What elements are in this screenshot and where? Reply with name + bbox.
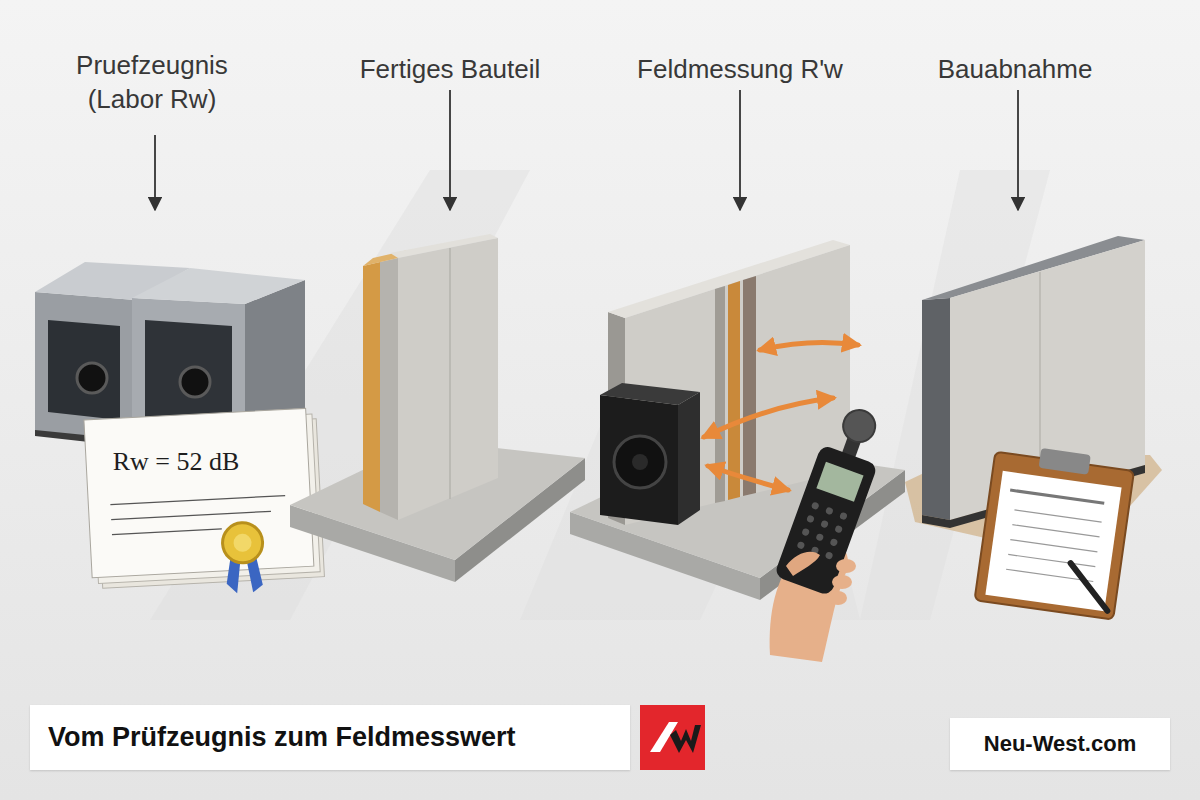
loudspeaker xyxy=(632,454,648,470)
sound-level-meter xyxy=(839,512,848,521)
clipboard xyxy=(1039,448,1091,475)
certificate-paper xyxy=(112,529,222,535)
sound-arrow xyxy=(760,342,858,350)
sound-level-meter xyxy=(825,506,834,515)
sound-level-meter xyxy=(815,533,824,542)
clipboard xyxy=(1012,525,1099,537)
certificate-value: Rw = 52 dB xyxy=(107,443,246,481)
test-chamber xyxy=(180,367,210,397)
sound-level-meter xyxy=(770,401,894,662)
sound-level-meter xyxy=(774,444,878,596)
certificate-paper xyxy=(222,522,264,564)
wall-panel xyxy=(398,238,498,520)
clipboard xyxy=(1014,510,1101,522)
wall-panel xyxy=(922,298,950,520)
sound-level-meter xyxy=(811,501,820,510)
loudspeaker xyxy=(678,392,700,525)
pointer-arrow xyxy=(154,135,156,210)
sound-arrow xyxy=(704,398,833,437)
sound-level-meter xyxy=(825,551,834,560)
loudspeaker xyxy=(600,383,700,405)
sound-level-meter xyxy=(839,406,880,447)
wall-panel xyxy=(363,262,380,512)
certificate-paper xyxy=(233,533,252,552)
rating-value: Rw = 52 dB xyxy=(113,447,240,477)
sound-level-meter xyxy=(796,541,805,550)
sound-level-meter xyxy=(829,538,838,547)
test-chamber xyxy=(132,268,305,304)
logo xyxy=(640,705,705,770)
test-chamber xyxy=(48,320,120,420)
wall-panel xyxy=(743,276,756,496)
pointer-arrow xyxy=(1017,90,1019,210)
clipboard xyxy=(1008,554,1095,566)
sound-level-meter xyxy=(774,401,894,596)
pointer-arrow xyxy=(449,90,451,210)
sound-level-meter xyxy=(820,520,829,529)
sound-level-meter xyxy=(806,514,815,523)
pointer-arrow xyxy=(739,90,741,210)
logo xyxy=(670,725,701,753)
clipboard xyxy=(1010,490,1104,503)
wall-panel xyxy=(449,248,451,499)
sound-level-meter xyxy=(834,525,843,534)
column-heading: Fertiges Bauteil xyxy=(360,52,541,86)
loudspeaker xyxy=(600,395,678,525)
website-box: Neu-West.com xyxy=(950,718,1170,770)
caption: Vom Prüfzeugnis zum Feldmesswert xyxy=(30,705,630,770)
test-chamber xyxy=(77,363,107,393)
wall-panel xyxy=(363,234,498,520)
sound-level-meter xyxy=(786,552,820,576)
clipboard xyxy=(1065,563,1113,611)
column-heading: Bauabnahme xyxy=(938,52,1093,86)
sound-level-meter xyxy=(836,559,856,573)
certificate-paper xyxy=(111,511,271,519)
logo xyxy=(640,705,705,770)
loudspeaker xyxy=(600,383,700,525)
pointer-arrow xyxy=(155,90,1018,210)
sound-level-meter xyxy=(832,575,852,589)
certificate-paper xyxy=(84,408,314,577)
wall-panel xyxy=(380,258,398,520)
certificate-paper xyxy=(84,408,325,601)
certificate-paper xyxy=(110,496,285,505)
loudspeaker xyxy=(614,436,666,488)
clipboard xyxy=(974,442,1135,620)
clipboard xyxy=(1010,540,1097,552)
sound-level-meter xyxy=(801,528,810,537)
wall-panel xyxy=(728,281,740,500)
test-chamber xyxy=(145,320,232,425)
clipboard xyxy=(974,452,1134,620)
column-heading: Feldmessung R'w xyxy=(637,52,843,86)
website-name: Neu-West.com xyxy=(984,731,1136,757)
clipboard xyxy=(985,471,1121,611)
sound-level-meter xyxy=(829,591,847,605)
sound-arrow xyxy=(708,466,788,490)
column-heading: Pruefzeugnis (Labor Rw) xyxy=(47,48,257,116)
sound-level-meter xyxy=(816,462,863,502)
